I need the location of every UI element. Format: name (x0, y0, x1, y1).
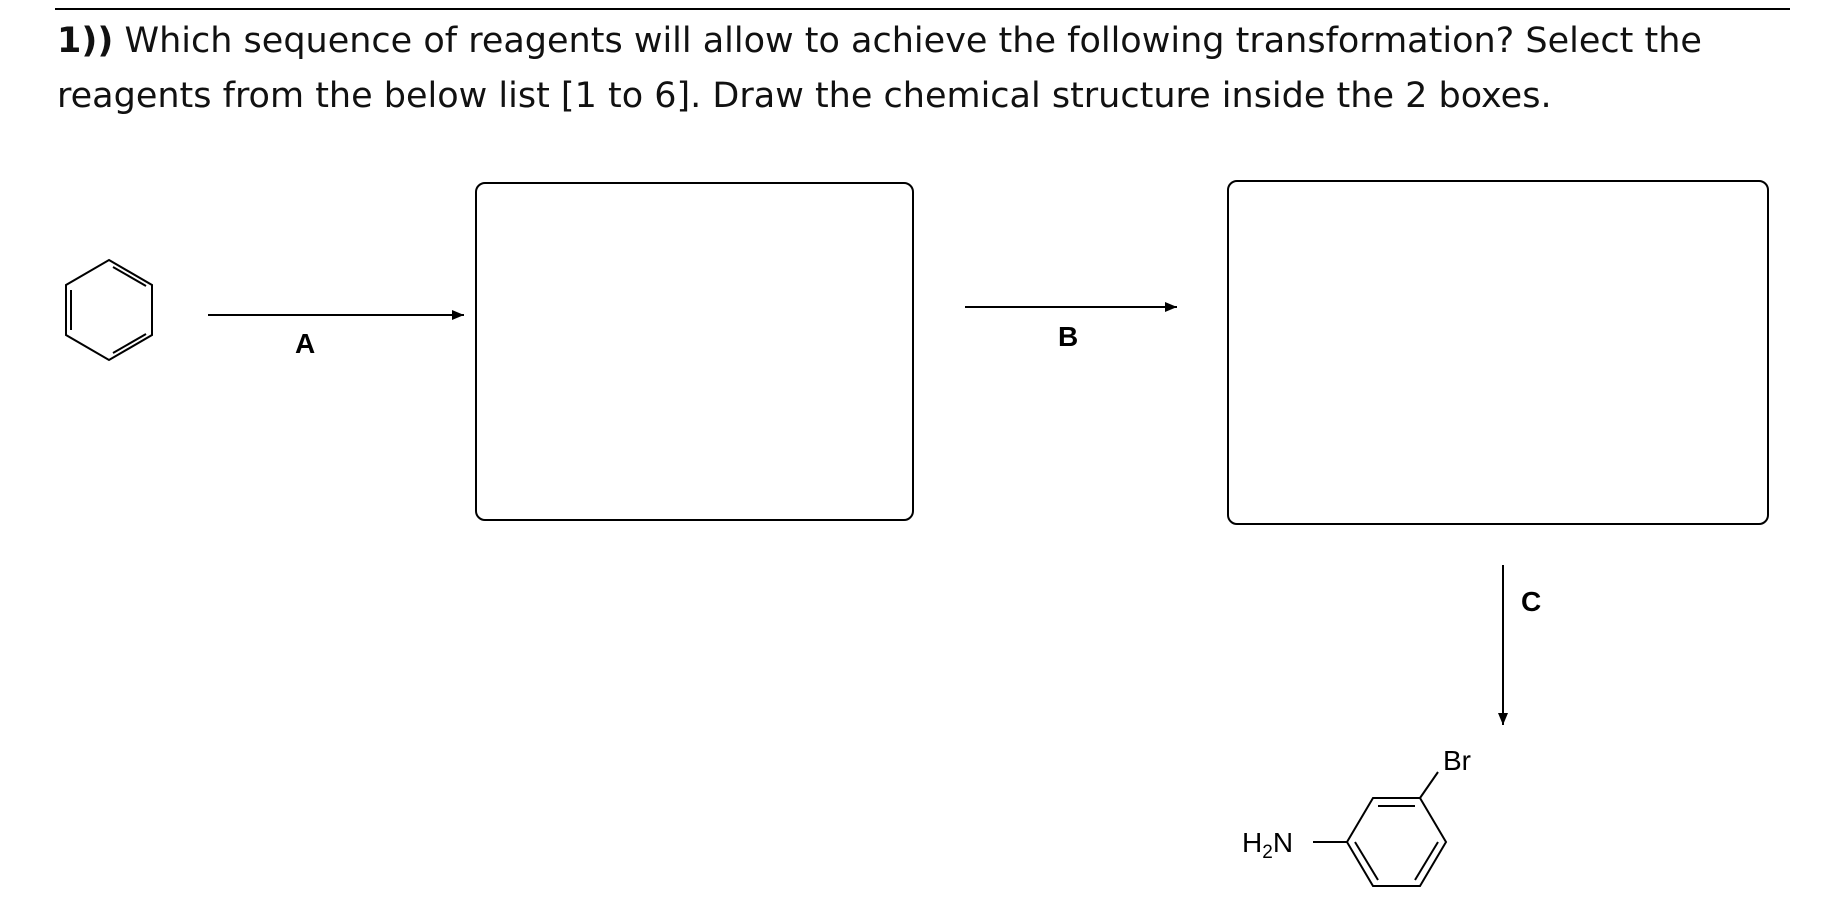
answer-box-1[interactable] (475, 182, 914, 521)
answer-box-2[interactable] (1227, 180, 1769, 525)
amine-label: H2N (1242, 827, 1293, 863)
question-number: 1)) (57, 21, 114, 61)
step-label-a: A (295, 328, 315, 359)
br-bond (1419, 771, 1439, 799)
benzene-structure (65, 258, 153, 362)
bromine-label: Br (1443, 745, 1471, 776)
product-structure: Br H2N (1242, 745, 1471, 887)
product-ring (1313, 771, 1448, 887)
step-label-c: C (1521, 586, 1541, 617)
step-label-b: B (1058, 321, 1078, 352)
question-body: Which sequence of reagents will allow to… (57, 21, 1702, 116)
top-rule (55, 8, 1790, 10)
question-text: 1)) Which sequence of reagents will allo… (57, 14, 1797, 124)
